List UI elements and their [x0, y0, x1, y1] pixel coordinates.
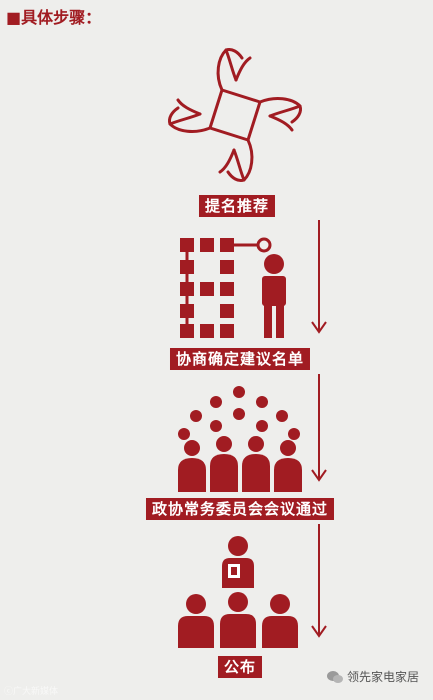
flow-arrow-1: [311, 220, 327, 334]
org-chart-person-icon: [180, 237, 286, 338]
section-heading: ■具体步骤：: [6, 4, 101, 28]
flow-arrow-2: [311, 374, 327, 482]
assembly-people-icon: [178, 386, 302, 492]
step-label-1: 提名推荐: [198, 195, 276, 217]
watermark-left: ⓒ广大新媒体: [4, 687, 59, 697]
wechat-icon: [326, 670, 343, 683]
step-label-2: 协商确定建议名单: [169, 348, 311, 370]
flow-arrow-3: [311, 524, 327, 638]
step-label-4: 公布: [217, 656, 263, 678]
step-label-3: 政协常务委员会会议通过: [145, 498, 335, 520]
watermark-right-text: 领先家电家居: [346, 670, 419, 684]
hands-clasped-icon: [168, 48, 302, 182]
speaker-audience-icon: [178, 536, 298, 648]
watermark-right: 领先家电家居: [326, 668, 419, 685]
section-heading-text: ■具体步骤：: [6, 8, 102, 27]
